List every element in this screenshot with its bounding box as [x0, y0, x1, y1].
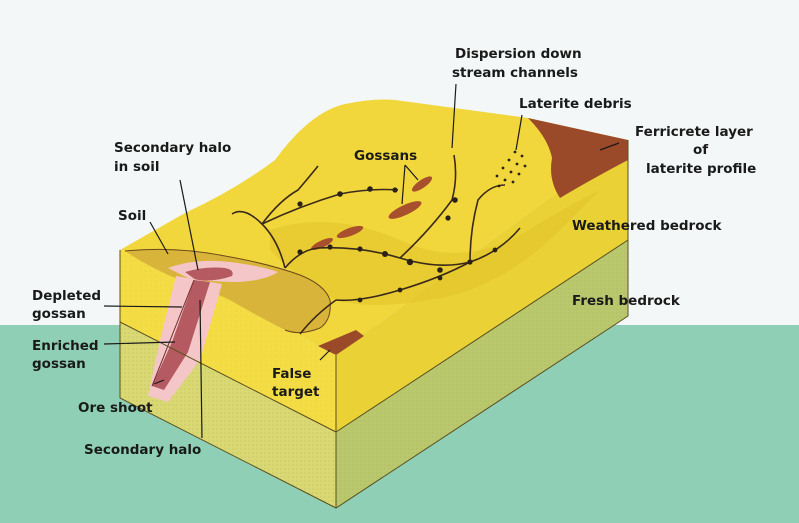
label-secondary-halo-soil-line1: Secondary halo [114, 140, 231, 156]
label-dispersion-line1: Dispersion down [455, 46, 582, 62]
label-fresh-bedrock: Fresh bedrock [572, 293, 681, 309]
label-enriched-gossan-line1: Enriched [32, 338, 99, 354]
label-enriched-gossan-line2: gossan [32, 356, 86, 372]
label-secondary-halo-soil-line2: in soil [114, 159, 160, 175]
label-false-target-line2: target [272, 384, 320, 400]
label-depleted-gossan-line1: Depleted [32, 288, 101, 304]
label-weathered-bedrock: Weathered bedrock [572, 218, 722, 234]
label-soil: Soil [118, 208, 146, 224]
label-false-target-line1: False [272, 366, 311, 382]
label-dispersion-line2: stream channels [452, 65, 578, 81]
label-depleted-gossan-line2: gossan [32, 306, 86, 322]
label-ferricrete-line3: laterite profile [646, 161, 756, 177]
label-ore-shoot: Ore shoot [78, 400, 153, 416]
label-ferricrete-line2: of [693, 142, 708, 158]
label-gossans: Gossans [354, 148, 417, 164]
label-secondary-halo: Secondary halo [84, 442, 201, 458]
label-ferricrete-line1: Ferricrete layer [635, 124, 753, 140]
label-laterite-debris: Laterite debris [519, 96, 632, 112]
